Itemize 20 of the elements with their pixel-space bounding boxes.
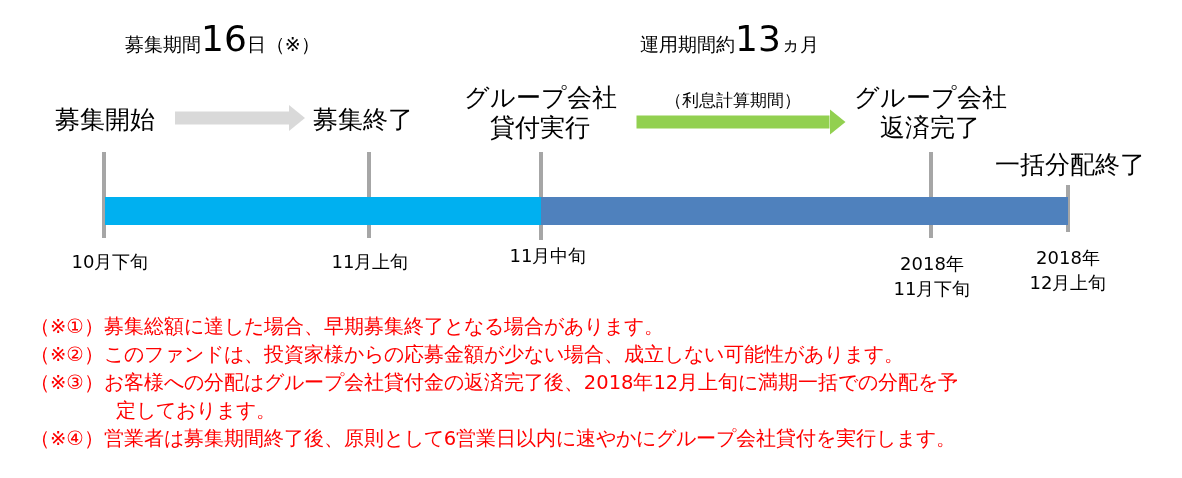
footnote: （※③）お客様への分配はグループ会社貸付金の返済完了後、2018年12月上旬に満期一括での分配を予定しております。: [30, 370, 960, 424]
timeline-bar: [541, 197, 1068, 225]
date-label: 10月下旬: [71, 250, 149, 274]
date-label: 2018年: [900, 252, 964, 276]
date-label: 11月下旬: [893, 277, 971, 301]
event-label: グループ会社返済完了: [845, 83, 1015, 143]
arrow: [636, 109, 846, 135]
footnote: （※②）このファンドは、投資家様からの応募金額が少ない場合、成立しない可能性があります。: [30, 342, 905, 368]
footnote: （※①）募集総額に達した場合、早期募集終了となる場合があります。: [30, 314, 665, 340]
date-label: 11月中旬: [509, 244, 587, 268]
date-label: 2018年: [1036, 246, 1100, 270]
footnote: （※④）営業者は募集期間終了後、原則として6営業日以内に速やかにグループ会社貸付を実行します。: [30, 426, 958, 452]
event-label: 一括分配終了: [985, 150, 1155, 180]
date-label: 11月上旬: [331, 250, 409, 274]
date-label: 12月上旬: [1029, 271, 1107, 295]
arrow: [175, 105, 305, 131]
event-label: グループ会社貸付実行: [455, 83, 625, 143]
event-label: 募集終了: [308, 105, 418, 135]
event-label: 募集開始: [50, 105, 160, 135]
timeline-bar: [105, 197, 541, 225]
